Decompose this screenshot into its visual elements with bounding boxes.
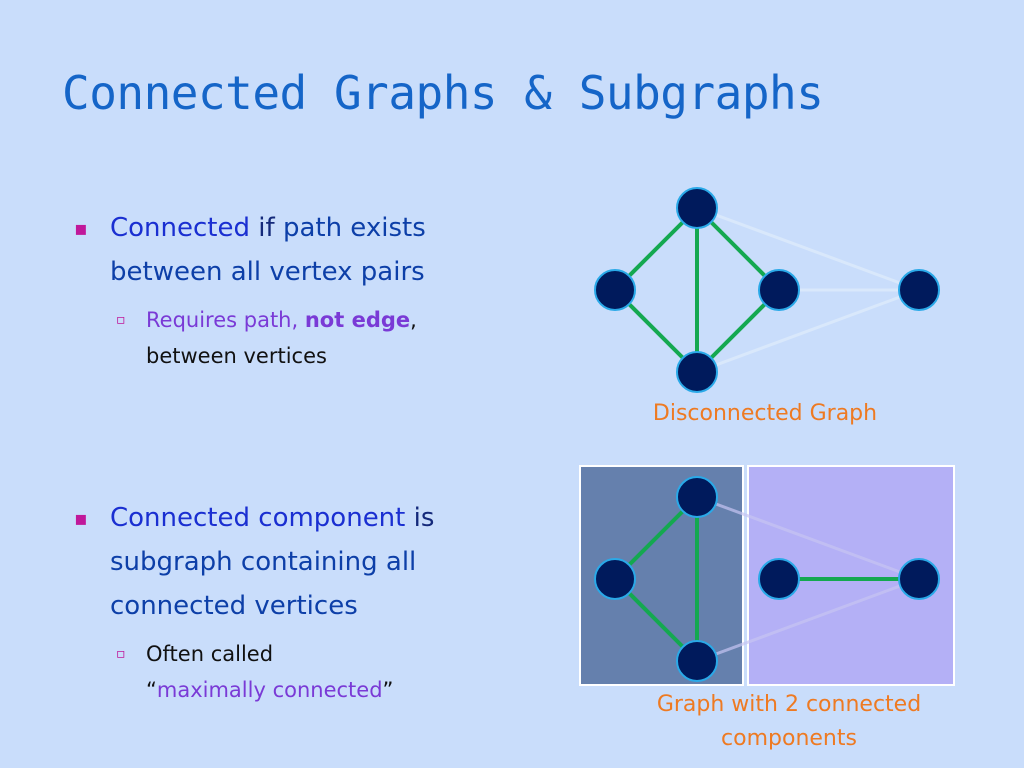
faint-edge — [696, 288, 920, 374]
term-connected-component: Connected component — [110, 503, 406, 533]
quote-close: ” — [382, 678, 394, 702]
connector-is: is — [413, 503, 435, 533]
faint-edge — [696, 577, 920, 663]
sub-bullet-marker-icon: ▫ — [116, 646, 126, 662]
bullet-marker-icon: ▪ — [74, 216, 88, 240]
graph-node-left — [594, 558, 636, 600]
slide-title: Connected Graphs & Subgraphs — [62, 66, 824, 120]
bullet-marker-icon: ▪ — [74, 506, 88, 530]
caption-two-components: Graph with 2 connected components — [656, 692, 922, 751]
term-connected: Connected — [110, 213, 251, 243]
connector-if: if — [258, 213, 275, 243]
graph-node-bottom — [676, 640, 718, 682]
graph-node-far-right — [898, 558, 940, 600]
sub-bullet-marker-icon: ▫ — [116, 312, 126, 328]
graph-node-bottom — [676, 351, 718, 393]
sub-text-between-vertices: between vertices — [146, 344, 327, 368]
sub-text-not-edge: not edge — [304, 308, 411, 332]
faint-edge — [696, 206, 920, 292]
sub-text-maximally-connected: maximally connected — [156, 678, 383, 702]
bullet-connected-component: ▪ Connected component is subgraph contai… — [74, 496, 510, 628]
sub-text-requires-path: Requires path, — [146, 308, 299, 332]
faint-edge — [696, 495, 920, 581]
bullet-connected: ▪ Connected if path exists between all v… — [74, 206, 510, 294]
quote-open: “ — [146, 678, 157, 702]
caption-disconnected-graph: Disconnected Graph — [652, 401, 878, 426]
graph-node-isolated — [898, 269, 940, 311]
sub-text-comma: , — [410, 308, 417, 332]
sub-bullet-requires-path: ▫ Requires path, not edge, between verti… — [116, 302, 506, 374]
graph-node-top — [676, 476, 718, 518]
bullet-connected-rest: path exists between all vertex pairs — [110, 213, 426, 287]
graph-node-right — [758, 558, 800, 600]
bullet-component-rest: subgraph containing all connected vertic… — [110, 547, 417, 621]
sub-text-often-called: Often called — [146, 642, 274, 666]
sub-bullet-often-called: ▫ Often called “maximally connected” — [116, 636, 466, 708]
graph-node-left — [594, 269, 636, 311]
graph-node-right — [758, 269, 800, 311]
graph-node-top — [676, 187, 718, 229]
